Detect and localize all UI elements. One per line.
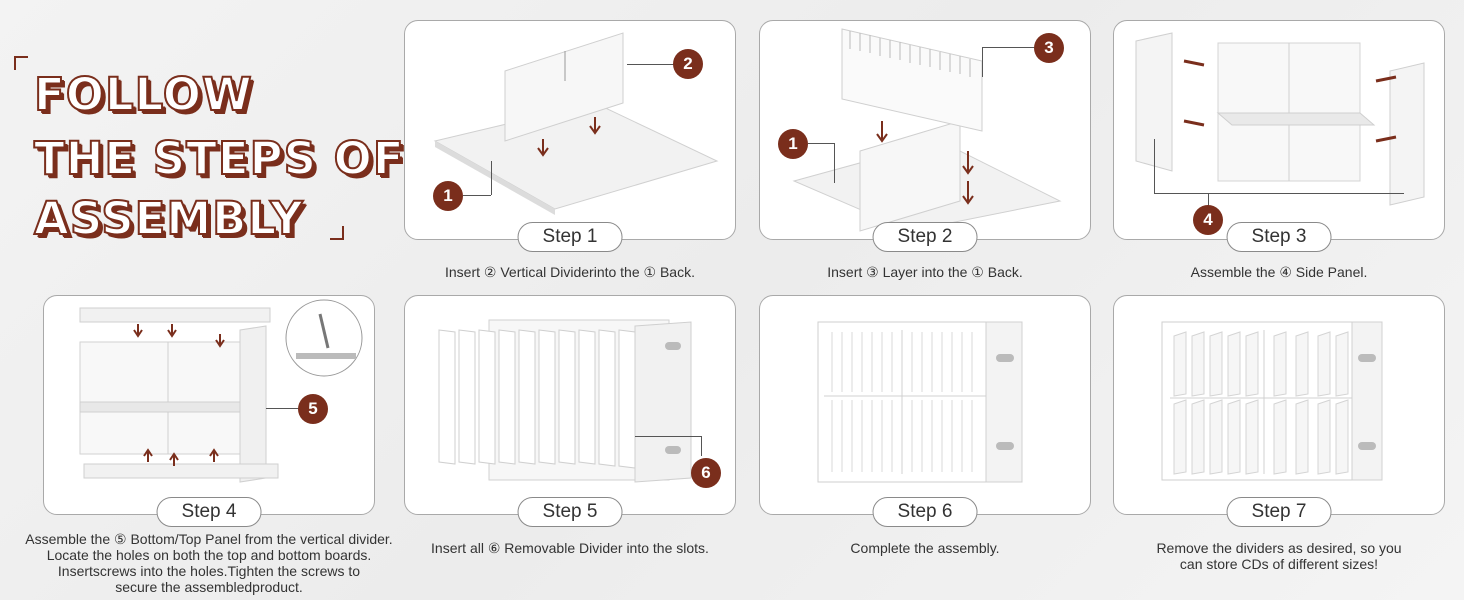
- step-7-card: Step 7: [1113, 295, 1445, 515]
- step-7-caption-line-2: can store CDs of different sizes!: [1113, 556, 1445, 572]
- step-4-caption-line-1: Assemble the ⑤ Bottom/Top Panel from the…: [24, 531, 394, 547]
- step-4-caption-line-2: Locate the holes on both the top and bot…: [24, 547, 394, 563]
- step-7-caption-line-1: Remove the dividers as desired, so you: [1113, 540, 1445, 556]
- step-7-illustration: [1114, 296, 1446, 516]
- step-5-card: 6 Step 5: [404, 295, 736, 515]
- step-5-label: Step 5: [518, 497, 623, 527]
- step-3-card: 4 Step 3: [1113, 20, 1445, 240]
- step-4-label: Step 4: [157, 497, 262, 527]
- step-3-caption: Assemble the ④ Side Panel.: [1113, 264, 1445, 280]
- step-4-caption-line-3: Insertscrews into the holes.Tighten the …: [24, 563, 394, 579]
- step-1-card: 2 1 Step 1: [404, 20, 736, 240]
- step-1-caption: Insert ② Vertical Dividerinto the ① Back…: [404, 264, 736, 280]
- callout-1: 1: [433, 181, 463, 211]
- step-6-illustration: [760, 296, 1092, 516]
- step-2-card: 3 1 Step 2: [759, 20, 1091, 240]
- step-7-caption: Remove the dividers as desired, so you c…: [1113, 540, 1445, 572]
- corner-bracket-top-left: [14, 56, 28, 70]
- title-line-1: FOLLOW: [34, 68, 253, 121]
- title-line-2: THE STEPS OF: [34, 132, 405, 185]
- step-2-label: Step 2: [873, 222, 978, 252]
- callout-2: 2: [673, 49, 703, 79]
- step-6-card: Step 6: [759, 295, 1091, 515]
- step-4-card: 5 Step 4: [43, 295, 375, 515]
- title-line-3: ASSEMBLY: [34, 192, 304, 245]
- step-2-caption: Insert ③ Layer into the ① Back.: [759, 264, 1091, 280]
- callout-1b: 1: [778, 129, 808, 159]
- step-6-label: Step 6: [873, 497, 978, 527]
- corner-bracket-bottom-right: [330, 226, 344, 240]
- step-4-caption-line-4: secure the assembledproduct.: [24, 579, 394, 595]
- title-block: FOLLOW THE STEPS OF ASSEMBLY: [14, 56, 394, 246]
- step-5-illustration: [405, 296, 737, 516]
- step-3-label: Step 3: [1227, 222, 1332, 252]
- callout-5: 5: [298, 394, 328, 424]
- step-6-caption: Complete the assembly.: [759, 540, 1091, 556]
- callout-6: 6: [691, 458, 721, 488]
- step-4-caption: Assemble the ⑤ Bottom/Top Panel from the…: [24, 531, 394, 595]
- step-5-caption: Insert all ⑥ Removable Divider into the …: [404, 540, 736, 556]
- step-3-illustration: [1114, 21, 1446, 241]
- step-1-label: Step 1: [518, 222, 623, 252]
- callout-3: 3: [1034, 33, 1064, 63]
- callout-4: 4: [1193, 205, 1223, 235]
- step-7-label: Step 7: [1227, 497, 1332, 527]
